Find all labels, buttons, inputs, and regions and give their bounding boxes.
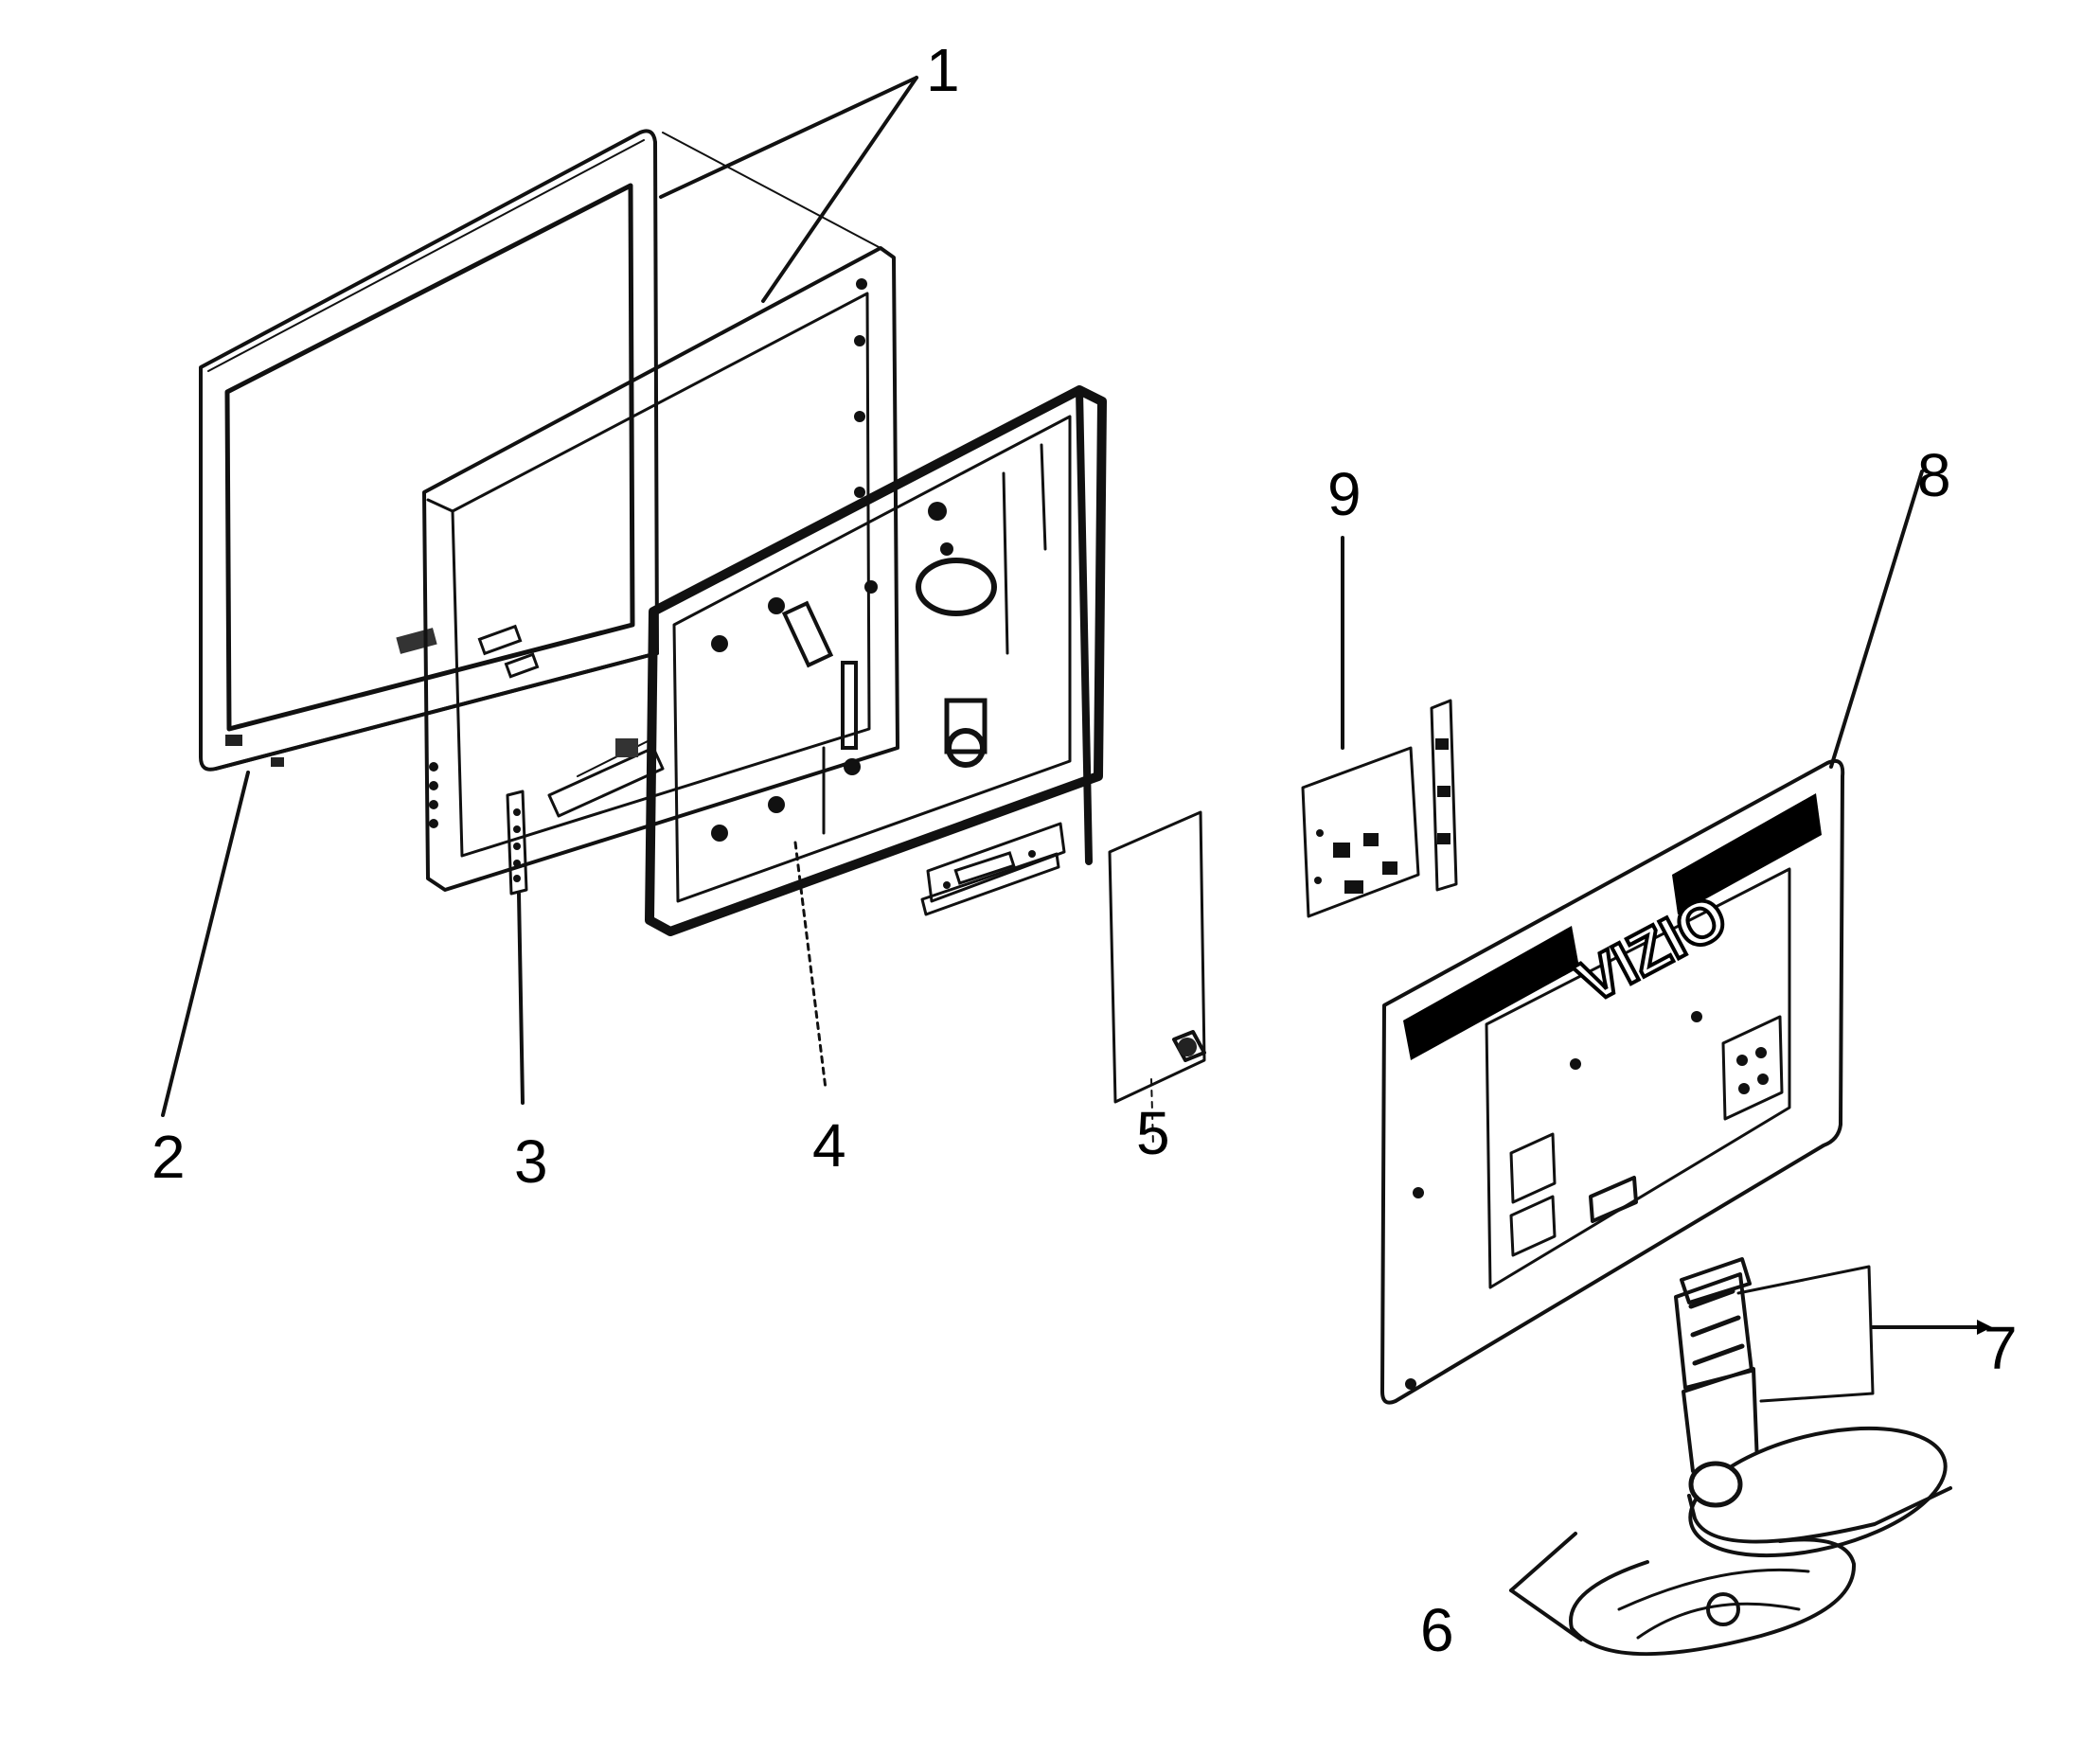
callout-6: 6 <box>1420 1596 1454 1664</box>
brand-logo-text: VIZIO <box>1566 881 1737 1016</box>
front-bezel <box>199 129 659 772</box>
main-board <box>1301 536 1458 918</box>
tcon-board <box>920 822 1066 916</box>
callout-7: 7 <box>1984 1314 2018 1382</box>
vizio-logo: VIZIO <box>1564 879 1739 1018</box>
middle-frame <box>422 132 899 892</box>
callout-9: 9 <box>1327 460 1361 528</box>
keypad-board <box>506 790 528 1105</box>
callout-2: 2 <box>151 1123 186 1191</box>
stand-base <box>1509 1426 1952 1657</box>
callout-8: 8 <box>1917 441 1951 509</box>
callout-3: 3 <box>514 1127 548 1196</box>
callout-5: 5 <box>1136 1099 1170 1167</box>
lcd-panel-chassis <box>645 385 1107 1091</box>
leader-lines <box>161 76 918 1117</box>
callout-1: 1 <box>926 36 960 104</box>
power-board <box>1108 810 1206 1146</box>
callout-4: 4 <box>812 1111 846 1180</box>
back-cover: VIZIO <box>1380 470 1924 1405</box>
